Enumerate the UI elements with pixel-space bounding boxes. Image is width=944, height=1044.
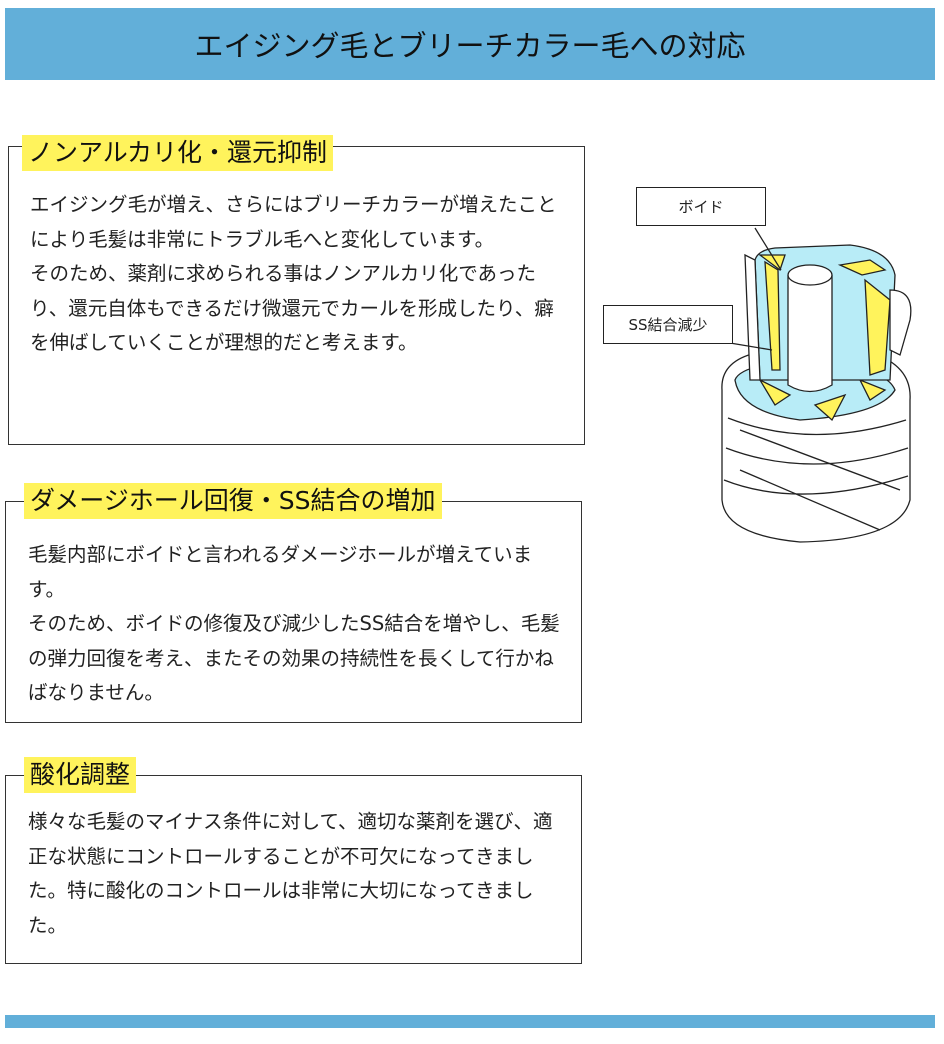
paragraph: 毛髪内部にボイドと言われるダメージホールが増えています。 <box>28 543 533 601</box>
section-body-nonalkali: エイジング毛が増え、さらにはブリーチカラーが増えたことにより毛髪は非常にトラブル… <box>30 188 568 361</box>
page-title: エイジング毛とブリーチカラー毛への対応 <box>194 29 746 63</box>
footer-bar <box>5 1015 935 1028</box>
section-box-damage <box>5 501 582 723</box>
callout-ss-bond-decrease: SS結合減少 <box>603 305 733 344</box>
paragraph: そのため、ボイドの修復及び減少したSS結合を増やし、毛髪の弾力回復を考え、またそ… <box>28 612 560 704</box>
section-box-oxidation <box>5 775 582 964</box>
section-title-nonalkali: ノンアルカリ化・還元抑制 <box>22 135 334 171</box>
section-body-oxidation: 様々な毛髪のマイナス条件に対して、適切な薬剤を選び、適正な状態にコントロールする… <box>28 805 566 943</box>
section-body-damage: 毛髪内部にボイドと言われるダメージホールが増えています。 そのため、ボイドの修復… <box>28 538 566 711</box>
section-box-nonalkali <box>8 146 585 445</box>
callout-void: ボイド <box>636 187 766 226</box>
paragraph: そのため、薬剤に求められる事はノンアルカリ化であったり、還元自体もできるだけ微還… <box>30 262 554 354</box>
section-title-damage: ダメージホール回復・SS結合の増加 <box>24 483 442 519</box>
hair-structure-illustration <box>721 227 912 543</box>
page-header: エイジング毛とブリーチカラー毛への対応 <box>5 8 935 80</box>
paragraph: 様々な毛髪のマイナス条件に対して、適切な薬剤を選び、適正な状態にコントロールする… <box>28 810 553 937</box>
section-title-oxidation: 酸化調整 <box>24 757 137 793</box>
paragraph: エイジング毛が増え、さらにはブリーチカラーが増えたことにより毛髪は非常にトラブル… <box>30 193 557 251</box>
